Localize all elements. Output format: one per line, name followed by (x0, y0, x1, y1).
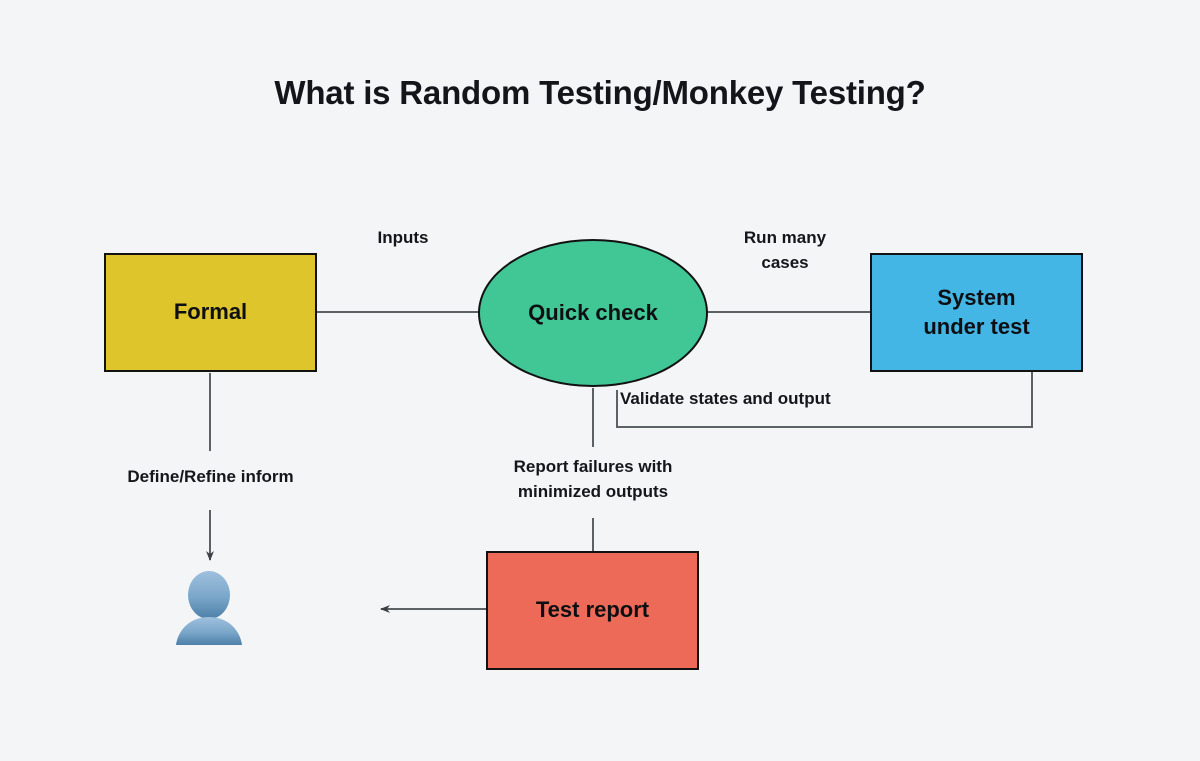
edge-label-run-many-cases: Run many cases (743, 228, 827, 272)
edge-label-inputs: Inputs (377, 228, 429, 247)
edge-label-define-refine-inform: Define/Refine inform (127, 467, 294, 486)
edge-label-validate-states-and-output: Validate states and output (620, 389, 831, 408)
page-title: What is Random Testing/Monkey Testing? (274, 74, 926, 111)
node-system-under-test[interactable]: System under test (870, 253, 1083, 372)
edge-label-report-failures: Report failures with minimized outputs (513, 457, 673, 501)
user-avatar-icon (176, 571, 242, 645)
node-test-report[interactable]: Test report (486, 551, 699, 670)
node-formal[interactable]: Formal (104, 253, 317, 372)
node-quick-check[interactable]: Quick check (478, 239, 708, 387)
